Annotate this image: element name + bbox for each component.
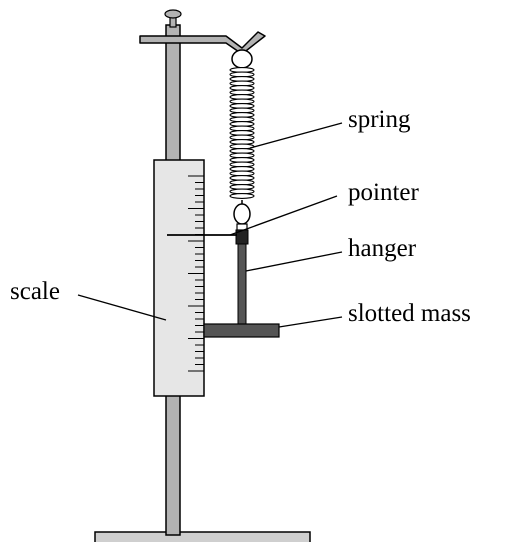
slotted-mass-label: slotted mass — [348, 300, 471, 327]
spring-coil — [229, 193, 255, 199]
pointer-leader-line — [229, 195, 338, 236]
scale-board — [153, 159, 205, 397]
hanger-leader-line — [245, 251, 343, 272]
stand-base — [94, 531, 311, 542]
spring-bottom-ring — [233, 203, 251, 225]
clamp-arm — [139, 31, 266, 55]
slotted-mass-leader-line — [278, 316, 343, 328]
spring-label: spring — [348, 106, 411, 133]
spring-leader-line — [249, 122, 343, 149]
rod-knob — [164, 9, 182, 19]
slotted-mass — [203, 323, 280, 338]
hanger-label: hanger — [348, 235, 417, 262]
hanger-stem — [237, 243, 247, 325]
scale-label: scale — [10, 278, 60, 305]
spring — [229, 67, 255, 199]
scale-ticks — [188, 175, 204, 372]
spring-top-ring — [231, 49, 253, 69]
pointer-label: pointer — [348, 179, 419, 206]
scale-leader-line — [77, 294, 167, 321]
